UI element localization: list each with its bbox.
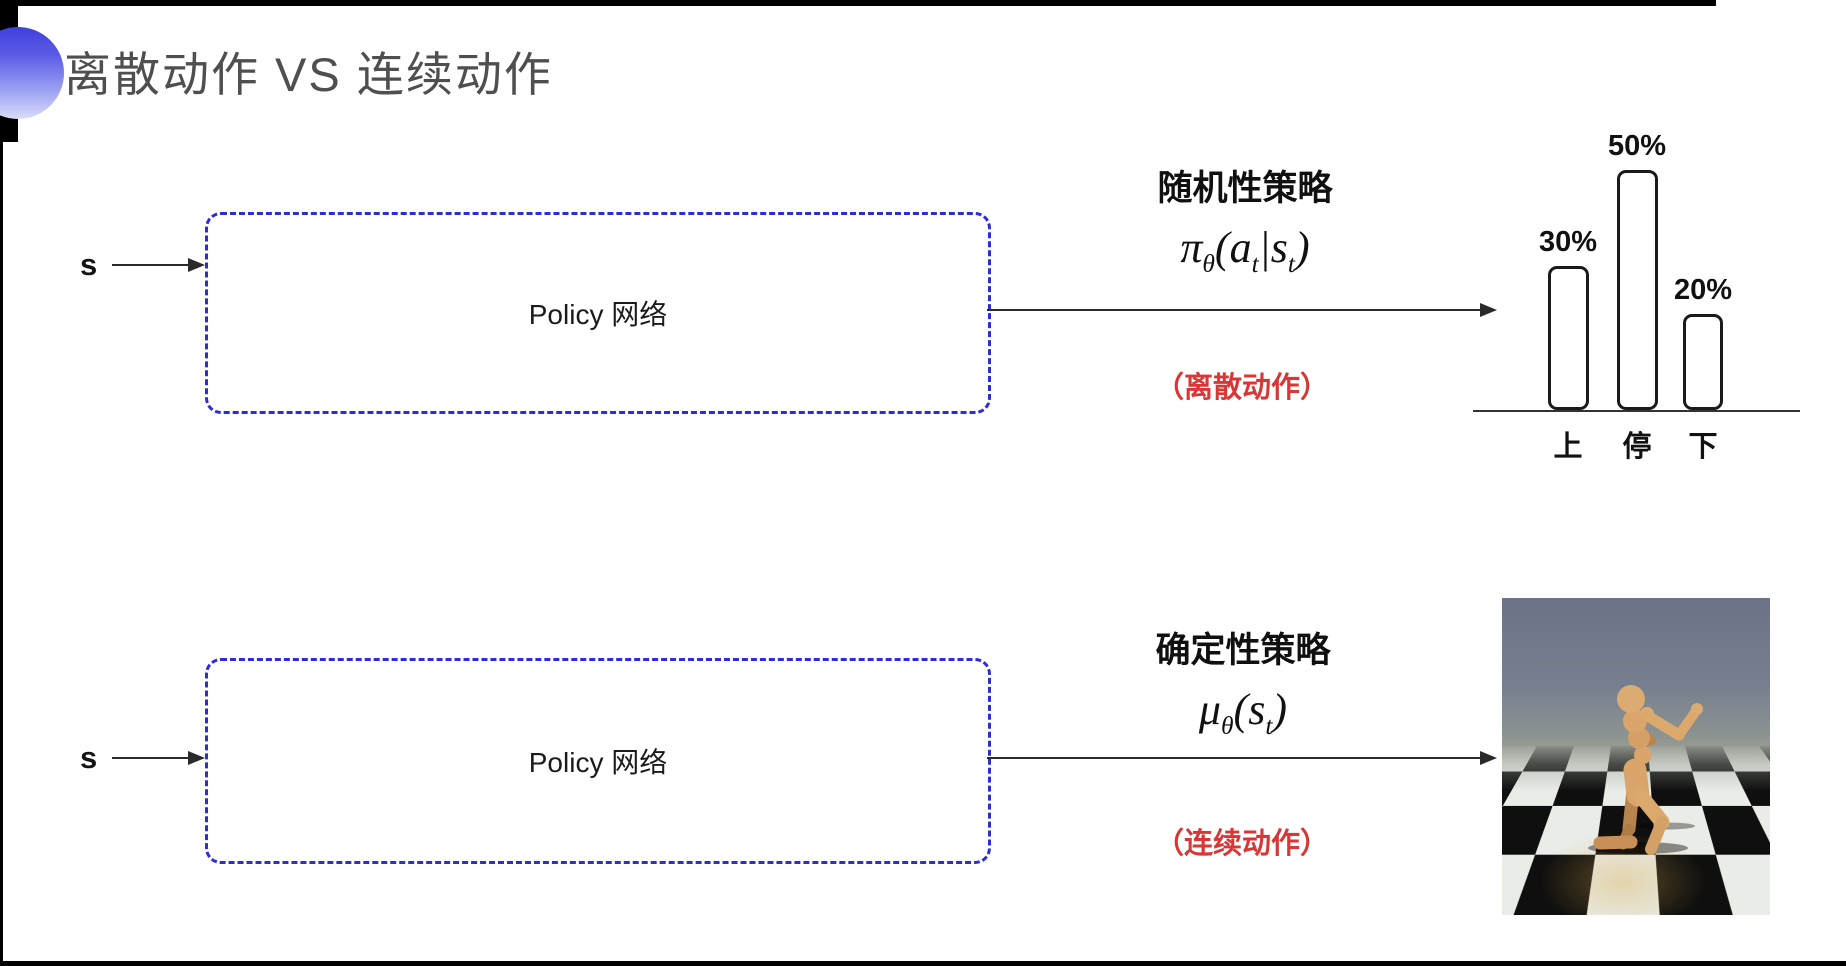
formula-arg: s xyxy=(1270,223,1288,272)
chart-category-label: 上 xyxy=(1553,431,1583,463)
formula-paren: ( xyxy=(1233,685,1249,734)
chart-value-label: 30% xyxy=(1538,226,1598,258)
policy-network-box-continuous: Policy 网络 xyxy=(205,658,991,864)
input-arrow-continuous xyxy=(112,751,205,765)
output-arrow-discrete xyxy=(987,303,1497,317)
formula-arg: a xyxy=(1229,223,1252,272)
formula-arg-sub: t xyxy=(1265,710,1273,740)
formula-symbol: π xyxy=(1180,223,1203,272)
chart-baseline-axis xyxy=(1473,410,1800,412)
chart-value-label: 50% xyxy=(1607,130,1667,162)
humanoid-figure xyxy=(1588,685,1703,855)
formula-paren: ) xyxy=(1272,685,1288,734)
chart-category-label: 停 xyxy=(1622,431,1652,463)
policy-network-box-discrete: Policy 网络 xyxy=(205,212,991,414)
formula-paren: ( xyxy=(1214,223,1230,272)
chart-bar-上 xyxy=(1547,266,1589,410)
state-input-label-continuous: s xyxy=(80,740,98,775)
chart-plot-area: 30% 50% 20% xyxy=(1473,105,1805,455)
formula-paren: ) xyxy=(1295,223,1310,272)
stochastic-policy-formula: πθ(at|st) xyxy=(1080,222,1410,279)
mujoco-humanoid-image xyxy=(1502,598,1770,915)
letterbox-top-bar xyxy=(0,0,1716,6)
action-probability-chart: 30% 50% 20% 上 停 下 xyxy=(1473,105,1805,463)
formula-symbol-sub: θ xyxy=(1202,248,1215,278)
input-arrow-discrete xyxy=(112,258,205,272)
formula-arg: s xyxy=(1248,685,1266,734)
discrete-action-note: （离散动作） xyxy=(1154,372,1329,404)
formula-arg-sub: t xyxy=(1287,248,1295,278)
chart-value-label: 20% xyxy=(1673,274,1733,306)
chart-category-label: 下 xyxy=(1688,431,1718,463)
chart-bar-停 xyxy=(1616,170,1658,410)
continuous-action-note: （连续动作） xyxy=(1154,828,1329,860)
formula-arg-sub: t xyxy=(1251,248,1259,278)
output-arrow-continuous xyxy=(987,751,1497,765)
title-accent-sphere-icon xyxy=(0,27,64,119)
chart-category-row: 上停下 xyxy=(1473,105,1805,463)
stochastic-policy-title: 随机性策略 xyxy=(1157,169,1333,208)
formula-symbol-sub: θ xyxy=(1221,710,1234,740)
letterbox-bottom-bar xyxy=(0,961,1846,966)
letterbox-left-line xyxy=(0,0,3,966)
policy-network-label: Policy 网络 xyxy=(528,299,668,330)
state-input-label-discrete: s xyxy=(80,247,98,282)
deterministic-policy-title: 确定性策略 xyxy=(1155,631,1331,670)
chart-bar-下 xyxy=(1683,314,1723,410)
deterministic-policy-formula: μθ(st) xyxy=(1078,684,1408,741)
policy-network-label: Policy 网络 xyxy=(528,747,668,778)
formula-symbol: μ xyxy=(1198,685,1221,734)
formula-bar: | xyxy=(1258,223,1271,272)
page-title: 离散动作 VS 连续动作 xyxy=(64,48,553,101)
